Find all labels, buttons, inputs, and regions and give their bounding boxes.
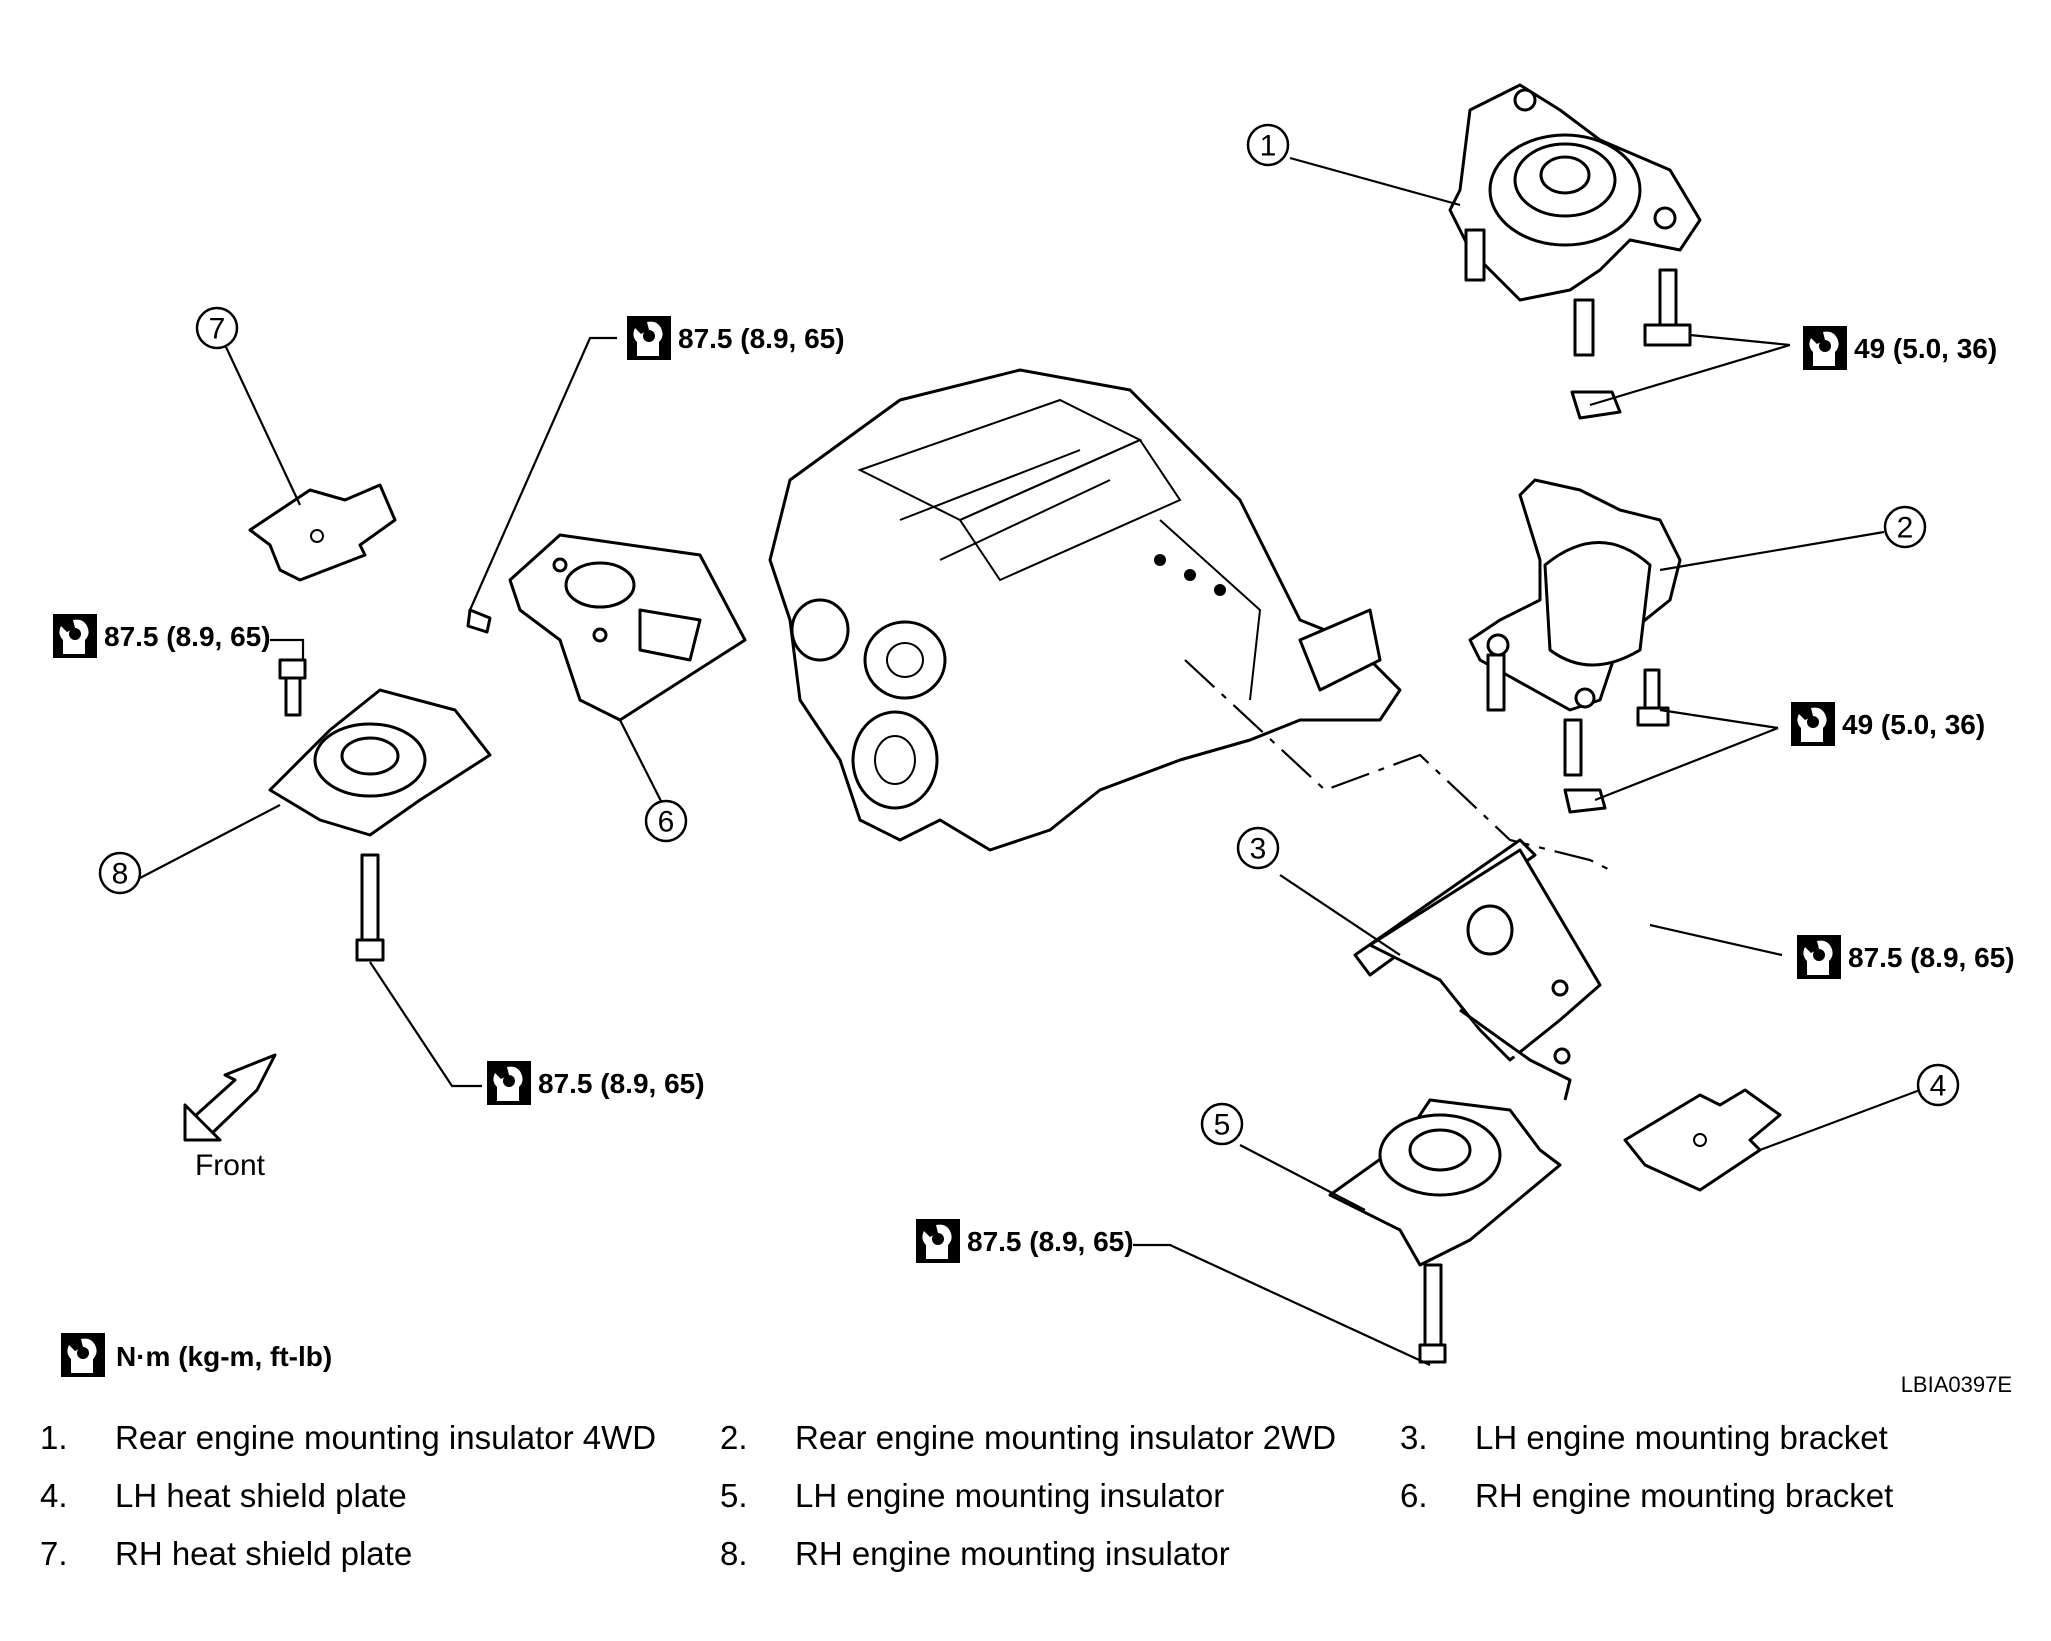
parts-legend: 1.Rear engine mounting insulator 4WD 2.R… — [40, 1418, 2030, 1574]
torque-wrench-icon — [53, 614, 97, 658]
svg-text:87.5 (8.9, 65): 87.5 (8.9, 65) — [678, 323, 845, 354]
svg-text:N·m (kg-m, ft-lb): N·m (kg-m, ft-lb) — [116, 1341, 332, 1372]
svg-text:87.5 (8.9, 65): 87.5 (8.9, 65) — [967, 1226, 1134, 1257]
part-5-lh-insulator — [1328, 1098, 1562, 1364]
leader-lines — [139, 156, 1921, 1366]
callout-6: 6 — [644, 799, 688, 843]
legend-item: 2.Rear engine mounting insulator 2WD — [720, 1419, 1337, 1456]
callout-2: 2 — [1883, 505, 1927, 549]
callout-5: 5 — [1200, 1102, 1244, 1146]
svg-text:5: 5 — [1214, 1109, 1231, 1142]
legend-item: 8.RH engine mounting insulator — [720, 1535, 1230, 1572]
legend-item: 5.LH engine mounting insulator — [720, 1477, 1225, 1514]
torque-label-rh-insulator-top: 87.5 (8.9, 65) — [53, 614, 271, 658]
torque-label-lh-bracket: 87.5 (8.9, 65) — [1797, 935, 2015, 979]
front-label: Front — [195, 1149, 266, 1182]
torque-wrench-icon — [627, 316, 671, 360]
mount-centerline — [1184, 659, 1611, 871]
part-3-lh-mounting-bracket — [1353, 838, 1602, 1101]
engine-illustration — [768, 368, 1402, 852]
legend-item: 3.LH engine mounting bracket — [1400, 1419, 1888, 1456]
figure-id: LBIA0397E — [1901, 1372, 2012, 1397]
svg-text:49 (5.0, 36): 49 (5.0, 36) — [1854, 333, 1997, 364]
legend-item: 4.LH heat shield plate — [40, 1477, 407, 1514]
svg-text:8: 8 — [112, 858, 129, 891]
torque-wrench-icon — [61, 1333, 105, 1377]
callout-8: 8 — [98, 851, 142, 895]
front-arrow-icon — [183, 1053, 277, 1142]
legend-item: 1.Rear engine mounting insulator 4WD — [40, 1419, 657, 1456]
svg-text:87.5 (8.9, 65): 87.5 (8.9, 65) — [1848, 942, 2015, 973]
svg-text:49 (5.0, 36): 49 (5.0, 36) — [1842, 709, 1985, 740]
torque-label-rh-insulator-bottom: 87.5 (8.9, 65) — [487, 1061, 705, 1105]
svg-text:7: 7 — [209, 313, 226, 346]
part-2-rear-insulator-2wd — [1468, 478, 1682, 814]
torque-wrench-icon — [1803, 326, 1847, 370]
torque-label-rear-4wd: 49 (5.0, 36) — [1803, 326, 1997, 370]
svg-text:3: 3 — [1250, 833, 1267, 866]
torque-label-rear-2wd: 49 (5.0, 36) — [1791, 702, 1985, 746]
legend-item: 7.RH heat shield plate — [40, 1535, 413, 1572]
part-6-rh-mounting-bracket — [466, 533, 747, 722]
torque-wrench-icon — [1791, 702, 1835, 746]
torque-wrench-icon — [916, 1219, 960, 1263]
callout-3: 3 — [1236, 826, 1280, 870]
torque-label-lh-insulator: 87.5 (8.9, 65) — [916, 1219, 1134, 1263]
part-4-lh-heat-shield — [1623, 1088, 1782, 1192]
svg-text:87.5 (8.9, 65): 87.5 (8.9, 65) — [104, 621, 271, 652]
svg-text:4: 4 — [1930, 1070, 1947, 1103]
svg-text:1: 1 — [1260, 130, 1277, 163]
part-1-rear-insulator-4wd — [1448, 83, 1702, 420]
callout-1: 1 — [1246, 123, 1290, 167]
torque-wrench-icon — [1797, 935, 1841, 979]
svg-text:87.5 (8.9, 65): 87.5 (8.9, 65) — [538, 1068, 705, 1099]
callout-4: 4 — [1916, 1063, 1960, 1107]
part-7-rh-heat-shield — [248, 483, 397, 582]
svg-text:6: 6 — [658, 806, 675, 839]
svg-text:2: 2 — [1897, 512, 1914, 545]
callout-7: 7 — [195, 306, 239, 350]
part-8-rh-insulator — [268, 658, 492, 962]
torque-wrench-icon — [487, 1061, 531, 1105]
torque-label-rh-bracket: 87.5 (8.9, 65) — [627, 316, 845, 360]
torque-unit-key: N·m (kg-m, ft-lb) — [61, 1333, 332, 1377]
legend-item: 6.RH engine mounting bracket — [1400, 1477, 1894, 1514]
